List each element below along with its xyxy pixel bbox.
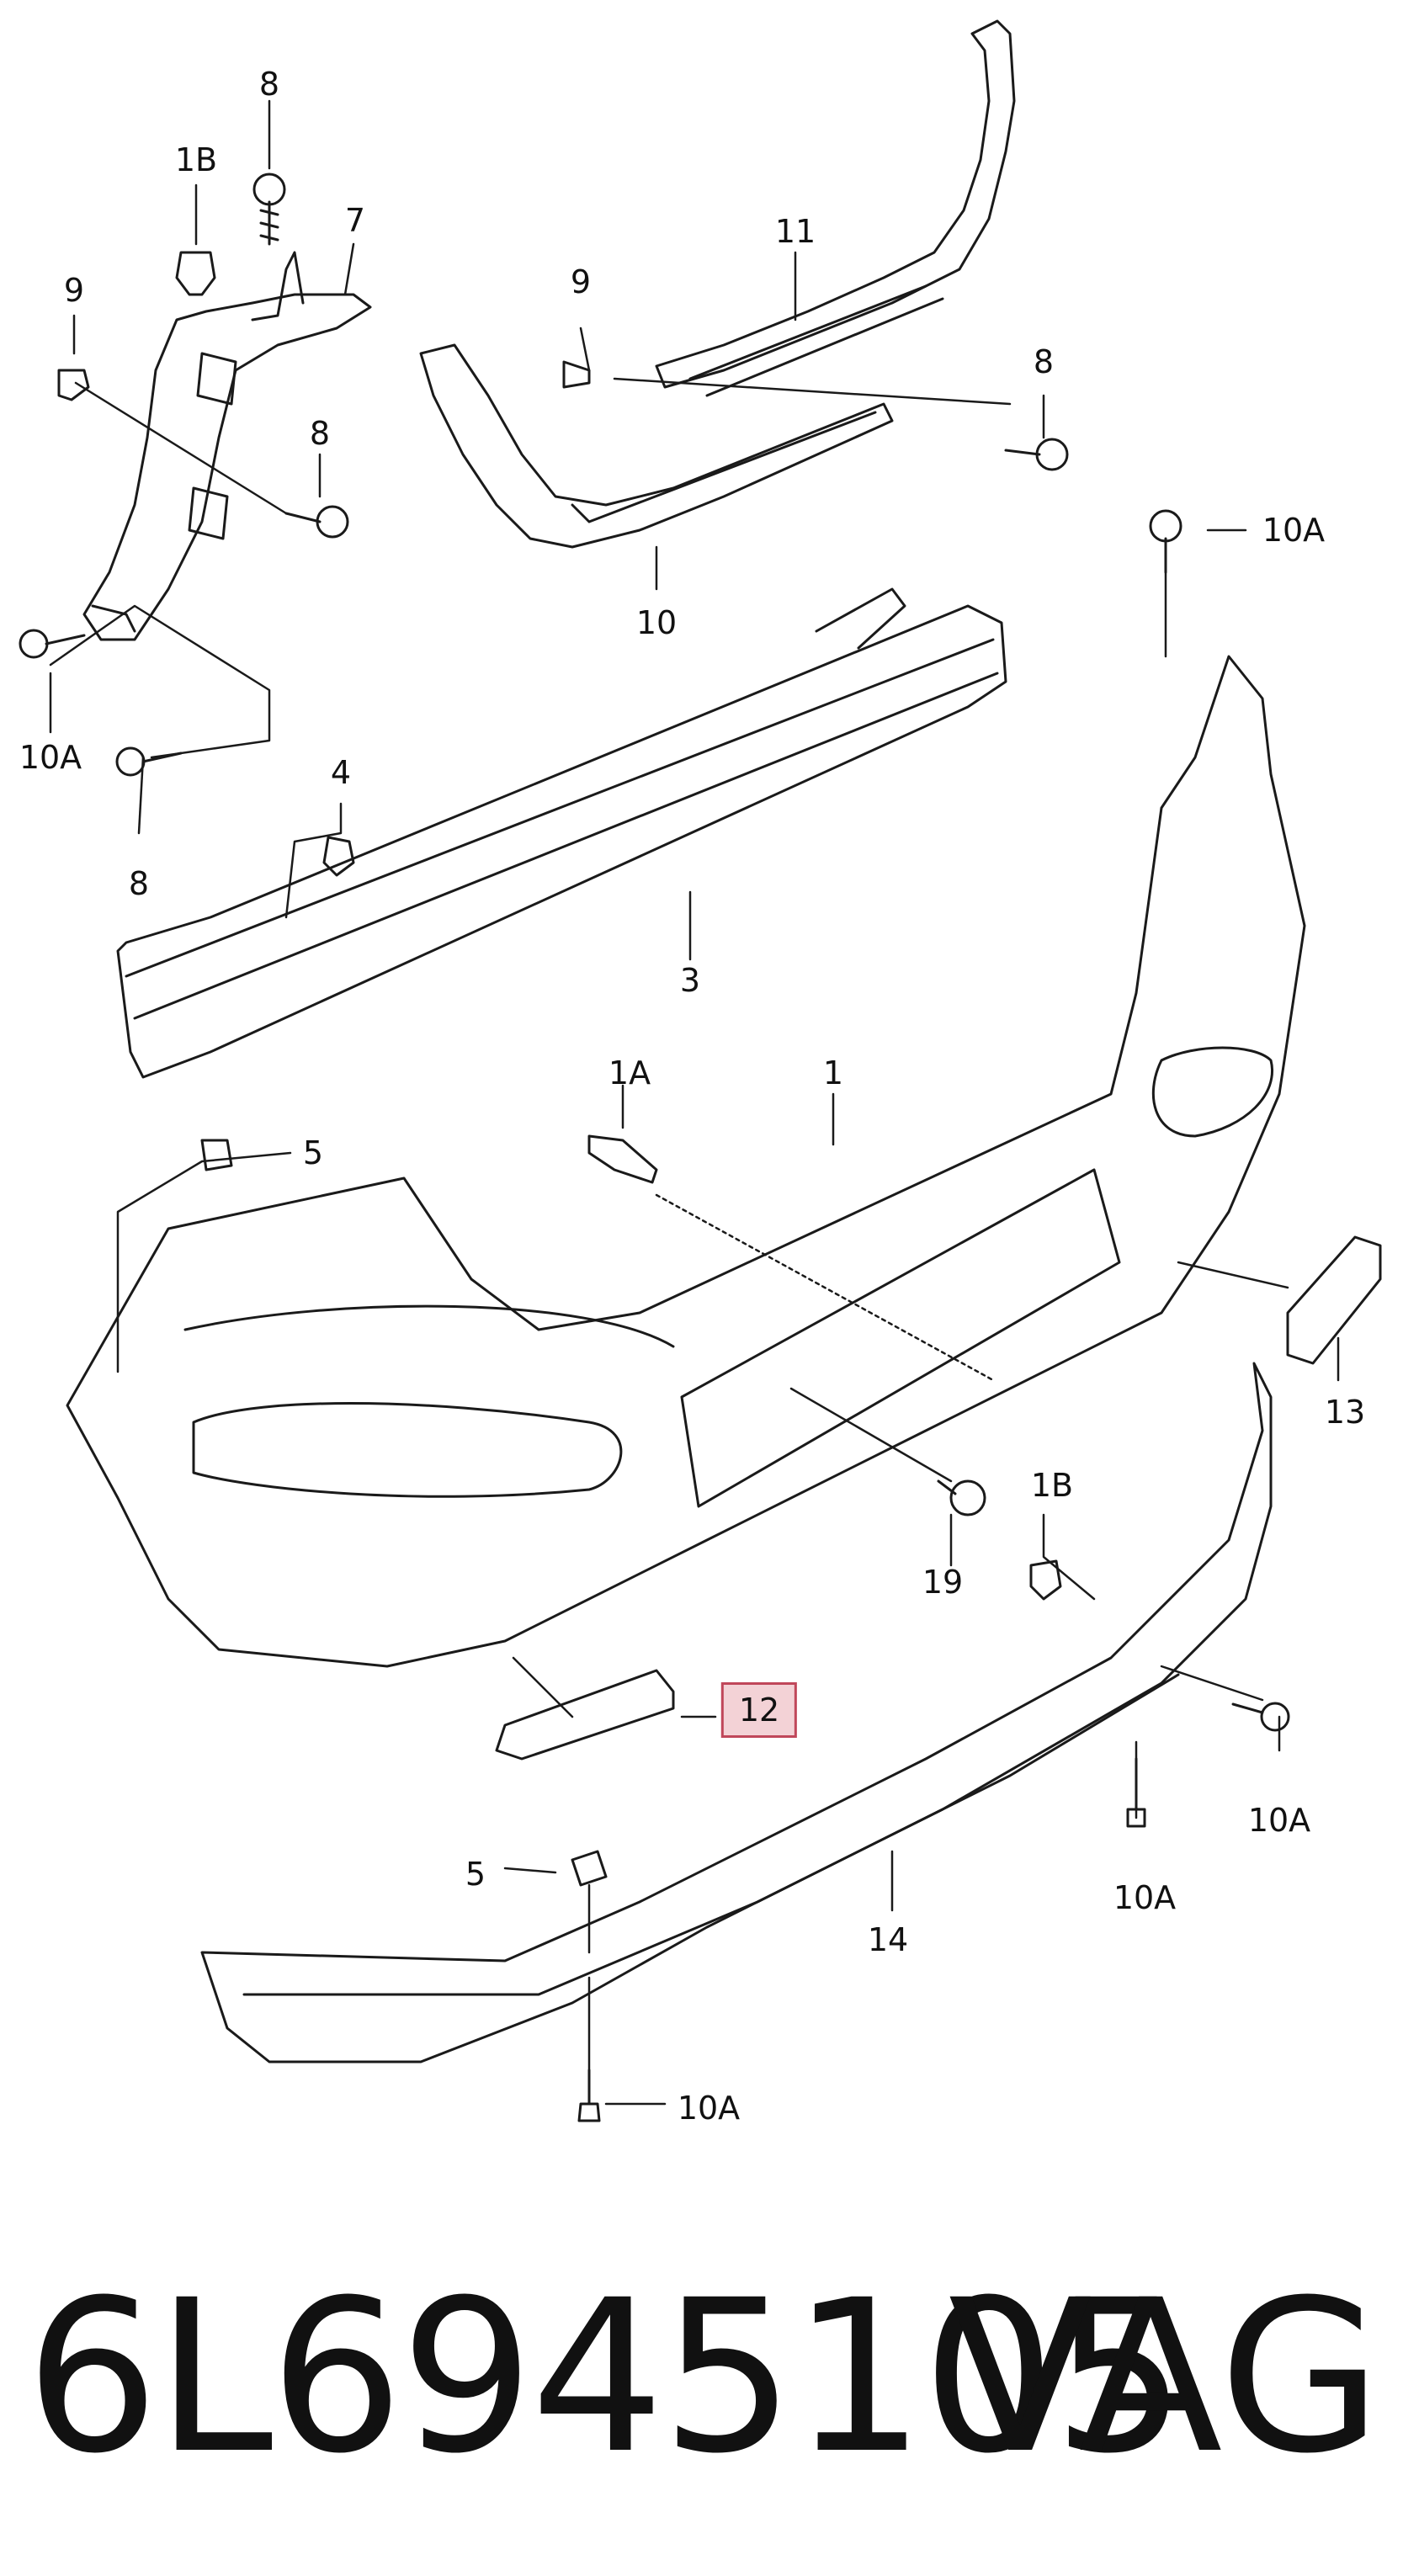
part-number: 6L6945105 (25, 2255, 1187, 2499)
callout-label: 19 (922, 1564, 964, 1601)
left-bracket-part (82, 251, 372, 641)
fasteners (19, 173, 1290, 2122)
callout-label: 9 (63, 272, 85, 309)
callout-label: 11 (774, 213, 816, 250)
callout-label: 8 (258, 66, 280, 103)
callout-label: 8 (128, 865, 150, 902)
leader-lines (49, 99, 1340, 2106)
impact-bar-part (116, 587, 1007, 1079)
callout-label: 9 (570, 263, 592, 300)
callout-label: 1B (1030, 1467, 1074, 1504)
right-upper-bracket-part (655, 19, 1016, 397)
callout-label: 8 (1033, 343, 1055, 380)
callout-label: 1A (608, 1054, 651, 1091)
callout-label: 7 (344, 202, 366, 239)
callout-label: 3 (679, 962, 701, 999)
callout-label: 4 (330, 754, 352, 791)
callout-label: 1 (822, 1054, 844, 1091)
exploded-parts-diagram (19, 19, 1382, 2122)
bumper-cover-part (66, 655, 1306, 1668)
callout-label: 1B (174, 141, 218, 178)
callout-label: 10A (677, 2090, 741, 2127)
callout-label: 10A (1247, 1802, 1311, 1839)
callout-label: 14 (867, 1921, 909, 1958)
brand-label: VAG (948, 2255, 1382, 2499)
callout-label: 10A (1262, 512, 1326, 549)
callout-label: 13 (1324, 1394, 1366, 1431)
callout-label: 10A (1113, 1879, 1177, 1916)
callout-label: 5 (302, 1134, 324, 1171)
right-reflector-part (1286, 1235, 1382, 1365)
callout-label: 5 (465, 1856, 486, 1893)
callout-label: 10A (19, 739, 82, 776)
callout-label: 10 (635, 604, 678, 641)
callout-label: 8 (309, 415, 331, 452)
lower-trim-part (200, 1362, 1273, 2063)
highlighted-callout-label: 12 (720, 1682, 798, 1738)
middle-bracket-part (419, 343, 894, 549)
left-reflector-part (495, 1669, 675, 1761)
